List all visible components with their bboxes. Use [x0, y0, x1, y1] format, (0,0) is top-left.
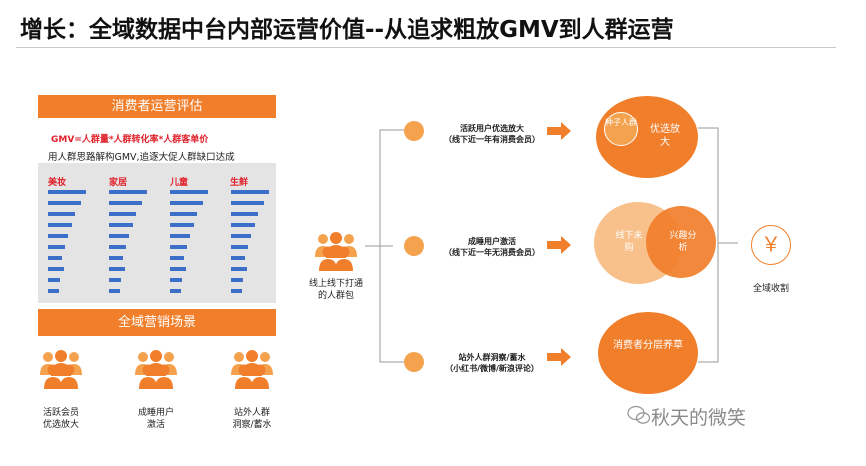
category-bar	[109, 223, 133, 227]
offline-not-purchased-label: 线下未购	[615, 231, 643, 253]
category-bar	[48, 223, 72, 227]
category-bar	[109, 256, 123, 260]
category-label-beauty: 美妆	[48, 178, 67, 188]
marketing-scenario-header: 全域营销场景	[38, 309, 276, 336]
category-bar	[48, 245, 66, 249]
category-label-fresh: 生鲜	[230, 178, 249, 188]
category-bar	[48, 267, 64, 271]
stage-label-offsite: 站外人群洞察/蓄水 （小红书/微博/新浪评论）	[427, 352, 557, 374]
yen-icon: ￥	[751, 225, 791, 265]
category-bar	[170, 267, 186, 271]
eval-subtitle: 用人群思路解构GMV,追逐大促人群缺口达成	[48, 152, 235, 163]
source-label: 线上线下打通 的人群包	[301, 278, 371, 302]
seed-inner-circle	[604, 112, 638, 146]
stage-line: （线下近一年有消费会员）	[444, 135, 540, 144]
stage-line: 活跃用户优选放大	[460, 124, 524, 133]
category-bar	[231, 267, 247, 271]
category-bar	[170, 212, 197, 216]
category-bar	[48, 201, 82, 205]
interest-analysis-circle	[646, 206, 716, 278]
source-line: 线上线下打通	[308, 279, 363, 289]
gmv-formula: GMV=人群量*人群转化率*人群客单价	[51, 135, 209, 145]
category-bar	[109, 190, 147, 194]
category-bar	[231, 212, 258, 216]
stage-node	[404, 121, 424, 141]
right-arrow-icon	[547, 348, 571, 366]
interest-analysis-label: 兴趣分析	[669, 231, 697, 253]
category-bar	[109, 245, 127, 249]
category-label-kids: 儿童	[170, 178, 189, 188]
category-bar	[231, 256, 245, 260]
category-bar	[109, 234, 130, 238]
wechat-icon	[627, 405, 651, 424]
category-bar	[48, 256, 62, 260]
category-bar	[170, 245, 188, 249]
category-bar	[170, 223, 194, 227]
category-bar	[170, 278, 183, 282]
audience-label-dormant: 成睡用户 激活	[121, 407, 191, 431]
category-bar	[48, 190, 86, 194]
stage-line: 成睡用户激活	[468, 237, 516, 246]
category-bar	[48, 278, 61, 282]
category-bar	[231, 278, 244, 282]
stage-node	[404, 352, 424, 372]
category-bar	[231, 223, 255, 227]
category-bar	[170, 190, 208, 194]
category-bar	[170, 256, 184, 260]
page-title: 增长：全域数据中台内部运营价值--从追求粗放GMV到人群运营	[20, 17, 674, 43]
stage-line: （线下近一年无消费会员）	[444, 248, 540, 257]
category-bar	[48, 234, 69, 238]
stage-line: 站外人群洞察/蓄水	[458, 353, 526, 362]
category-bar	[231, 289, 242, 293]
source-line: 的人群包	[317, 291, 354, 301]
audience-line: 成睡用户	[137, 408, 174, 418]
category-bar	[109, 201, 143, 205]
stage-label-dormant: 成睡用户激活 （线下近一年无消费会员）	[427, 236, 557, 258]
category-bar	[231, 245, 249, 249]
category-bar	[48, 212, 75, 216]
category-bar	[231, 190, 269, 194]
right-arrow-icon	[547, 236, 571, 254]
right-arrow-icon	[547, 122, 571, 140]
category-bar	[170, 234, 191, 238]
title-divider	[16, 47, 836, 48]
final-harvest-label: 全域收割	[752, 284, 789, 294]
audience-line: 优选放大	[42, 420, 79, 430]
category-bar	[109, 212, 136, 216]
category-bar	[170, 289, 181, 293]
audience-line: 活跃会员	[42, 408, 79, 418]
stage-label-active: 活跃用户优选放大 （线下近一年有消费会员）	[427, 123, 557, 145]
stage-node	[404, 236, 424, 256]
audience-label-active: 活跃会员 优选放大	[26, 407, 96, 431]
category-bar	[231, 234, 252, 238]
audience-label-offsite: 站外人群 洞察/蓄水	[217, 407, 287, 431]
category-bar	[231, 201, 265, 205]
watermark-text: 秋天的微笑	[651, 407, 747, 429]
category-label-home: 家居	[109, 178, 128, 188]
amplify-label: 优选放大	[650, 124, 680, 148]
category-bar	[48, 289, 59, 293]
audience-line: 激活	[146, 420, 165, 430]
category-bar	[109, 278, 122, 282]
category-bar	[170, 201, 204, 205]
audience-line: 站外人群	[233, 408, 270, 418]
stage-line: （小红书/微博/新浪评论）	[445, 364, 539, 373]
consumer-layering-label: 消费者分层养草	[613, 340, 683, 351]
audience-line: 洞察/蓄水	[232, 420, 272, 430]
category-bar	[109, 267, 125, 271]
seed-label: 种子人群	[605, 118, 637, 127]
consumer-layering-circle	[598, 312, 698, 394]
consumer-eval-header: 消费者运营评估	[38, 95, 276, 118]
category-bar	[109, 289, 120, 293]
